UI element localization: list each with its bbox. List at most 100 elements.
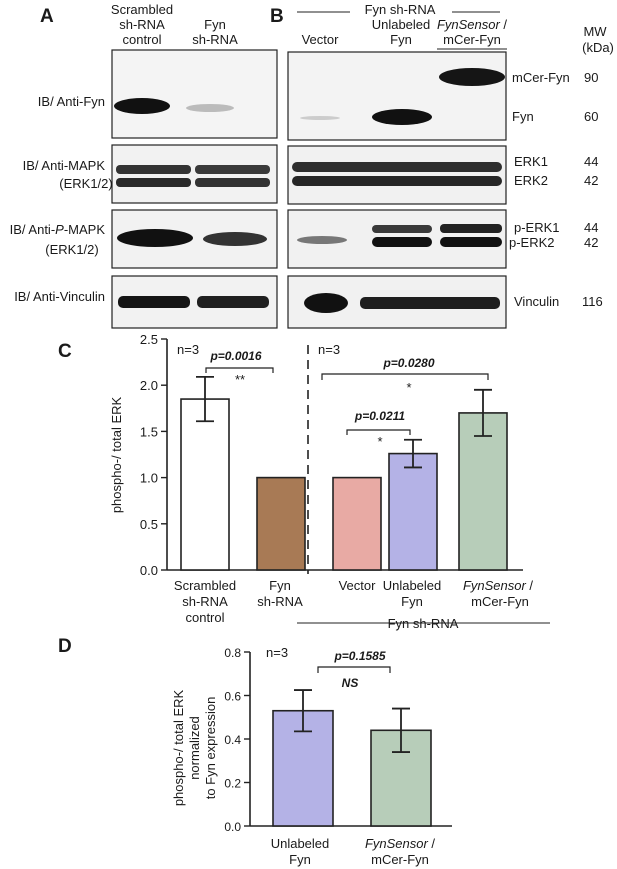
bands-a [114, 98, 270, 308]
a-col-scrambled-line1: Scrambled [111, 2, 173, 17]
c-cat-fyn-line2: sh-RNA [257, 594, 303, 609]
b-mw-perk1: 44 [584, 220, 598, 235]
blot-a-fyn [111, 49, 278, 139]
panel-d-letter: D [58, 636, 72, 657]
c-ytick-label-1: 0.5 [140, 517, 158, 532]
chart-d-n: n=3 [266, 645, 288, 660]
panel-b-letter: B [270, 6, 284, 27]
chart-d-ylabel-line3: to Fyn expression [203, 697, 218, 800]
c-ytick-label-0: 0.0 [140, 563, 158, 578]
band-a-erk2-scrambled [116, 178, 191, 187]
b-col-fynsensor-line2: mCer-Fyn [443, 32, 501, 47]
b-mw-mcerfyn: 90 [584, 70, 598, 85]
bands-b [292, 68, 505, 313]
d-ytick-label-3: 0.6 [224, 690, 241, 704]
chart-c: 0.00.51.01.52.02.5 phospho-/ total ERK n… [109, 332, 550, 631]
band-b-erk1 [292, 162, 502, 172]
b-mw-vinculin: 116 [582, 294, 603, 309]
band-a-vinculin-shrna [197, 296, 269, 308]
b-col-fynsensor-line1: FynSensor / [437, 17, 507, 32]
c-bar-0 [180, 398, 230, 571]
blot-b-fyn [287, 51, 507, 141]
d-cat-fynsensor-line1: FynSensor / [365, 836, 435, 851]
chart-d-categories: Unlabeled Fyn FynSensor / mCer-Fyn [271, 836, 436, 867]
chart-c-error-bars [196, 375, 492, 469]
d-ytick-label-0: 0.0 [224, 820, 241, 834]
a-col-scrambled-line2: sh-RNA [119, 17, 165, 32]
band-b-fyn-vector [300, 116, 340, 120]
band-a-erk1-shrna [195, 165, 270, 174]
c-cat-fyn-line1: Fyn [269, 578, 291, 593]
b-col-unlabeled-line2: Fyn [390, 32, 412, 47]
b-band-erk2: ERK2 [514, 173, 548, 188]
band-b-erk2 [292, 176, 502, 186]
a-row-fyn: IB/ Anti-Fyn [38, 94, 105, 109]
chart-c-comparison-3: p=0.0280 * [321, 356, 489, 395]
chart-c-sig1: ** [235, 372, 245, 387]
a-row-mapk-line1: IB/ Anti-MAPK [23, 158, 106, 173]
c-bar-2 [332, 476, 382, 571]
d-ytick-label-1: 0.2 [224, 777, 241, 791]
band-a-fyn-shrna [186, 104, 234, 112]
a-row-pmapk-line2: (ERK1/2) [45, 242, 98, 257]
b-col-unlabeled-line1: Unlabeled [372, 17, 431, 32]
c-cat-scrambled-line3: control [185, 610, 224, 625]
panel-a-column-headers: Scrambled sh-RNA control Fyn sh-RNA [111, 2, 238, 47]
b-mw-line2: (kDa) [582, 40, 614, 55]
chart-d-bars [272, 709, 432, 827]
c-cat-scrambled-line1: Scrambled [174, 578, 236, 593]
chart-c-comparison-1: p=0.0016 ** [205, 349, 274, 387]
a-row-vinculin: IB/ Anti-Vinculin [14, 289, 105, 304]
d-cat-unlabeled-line1: Unlabeled [271, 836, 330, 851]
chart-c-p3: p=0.0280 [382, 356, 434, 370]
band-b-perk-vector [297, 236, 347, 244]
panel-a-row-labels: IB/ Anti-Fyn IB/ Anti-MAPK (ERK1/2) IB/ … [10, 94, 113, 304]
chart-c-bars [180, 398, 508, 571]
c-cat-vector: Vector [339, 578, 377, 593]
b-mw-line1: MW [583, 24, 607, 39]
chart-c-ylabel: phospho-/ total ERK [109, 397, 124, 514]
b-band-perk2: p-ERK2 [509, 235, 555, 250]
b-mw-erk2: 42 [584, 173, 598, 188]
chart-c-sig2: * [377, 434, 382, 449]
b-group-label: Fyn sh-RNA [365, 2, 436, 17]
chart-d-axes: 0.00.20.40.60.8 [224, 646, 452, 834]
b-col-vector: Vector [302, 32, 340, 47]
a-col-scrambled-line3: control [122, 32, 161, 47]
panel-b-header: Fyn sh-RNA Vector Unlabeled Fyn FynSenso… [297, 2, 614, 55]
band-a-perk-scrambled [117, 229, 193, 247]
b-band-mcerfyn: mCer-Fyn [512, 70, 570, 85]
b-band-vinculin: Vinculin [514, 294, 559, 309]
chart-d-error-bars [294, 689, 410, 753]
chart-c-sig3: * [406, 380, 411, 395]
a-col-fyn-line1: Fyn [204, 17, 226, 32]
chart-d-p: p=0.1585 [333, 649, 385, 663]
c-ytick-label-3: 1.5 [140, 424, 158, 439]
chart-c-categories: Scrambled sh-RNA control Fyn sh-RNA Vect… [174, 578, 550, 631]
chart-d-ylabel-line2: normalized [187, 716, 202, 780]
a-row-mapk-line2: (ERK1/2) [59, 176, 112, 191]
band-b-mcerfyn [439, 68, 505, 86]
c-ytick-label-2: 1.0 [140, 471, 158, 486]
band-b-perk1-fynsensor [440, 224, 502, 233]
chart-c-p2: p=0.0211 [354, 409, 405, 423]
c-ytick-label-4: 2.0 [140, 378, 158, 393]
band-b-fyn-unlabeled [372, 109, 432, 125]
chart-c-n-left: n=3 [177, 342, 199, 357]
chart-c-p1: p=0.0016 [209, 349, 261, 363]
d-ytick-label-2: 0.4 [224, 733, 241, 747]
band-a-fyn-scrambled [114, 98, 170, 114]
band-b-vinculin-rest [360, 297, 500, 309]
d-cat-fynsensor-line2: mCer-Fyn [371, 852, 429, 867]
band-a-erk1-scrambled [116, 165, 191, 174]
b-mw-perk2: 42 [584, 235, 598, 250]
c-cat-fynsensor-line1: FynSensor / [463, 578, 533, 593]
band-b-vinculin-vector [304, 293, 348, 313]
a-col-fyn-line2: sh-RNA [192, 32, 238, 47]
panel-b-band-labels: mCer-Fyn 90 Fyn 60 ERK1 44 ERK2 42 p-ERK… [509, 70, 603, 309]
b-band-fyn: Fyn [512, 109, 534, 124]
chart-c-comparison-2: p=0.0211 * [346, 409, 411, 449]
band-a-perk-shrna [203, 232, 267, 246]
